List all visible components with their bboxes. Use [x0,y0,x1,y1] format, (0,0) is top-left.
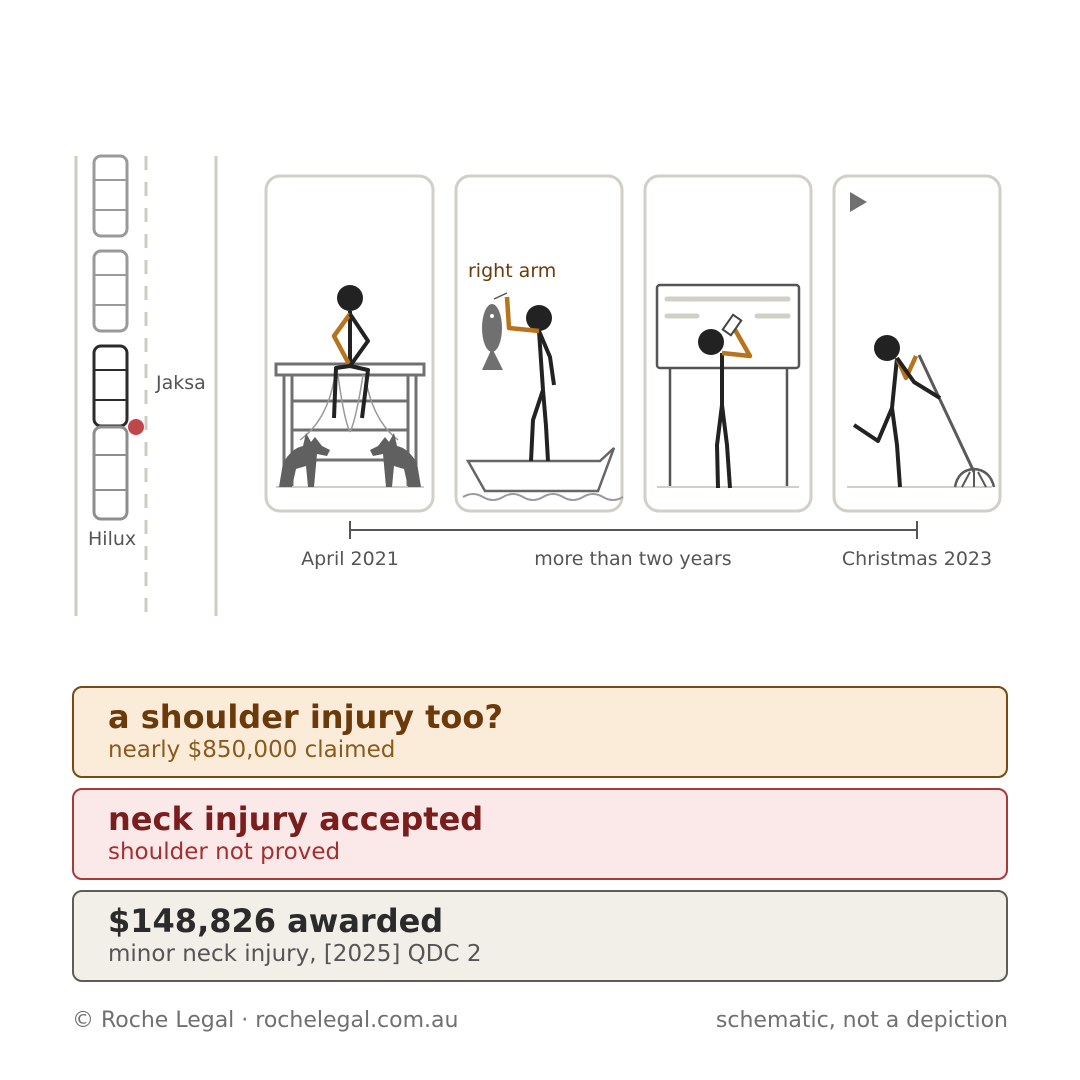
hilux-car-icon [92,425,129,521]
person-icon [698,313,753,489]
rake-icon [917,354,996,488]
finding-box: neck injury accepted shoulder not proved [72,788,1008,880]
timeline: April 2021 more than two years Christmas… [301,521,992,570]
right-arm-label: right arm [468,260,556,282]
play-icon [850,192,867,212]
finding-title: neck injury accepted [108,800,484,838]
panel-raking [832,174,1002,513]
fish-icon [482,292,508,370]
person-icon [852,335,942,488]
award-box: $148,826 awarded minor neck injury, [202… [72,890,1008,982]
copyright-footer: © Roche Legal · rochelegal.com.au [72,1008,459,1033]
panel-fishing: right arm [454,174,624,513]
scene-illustration: Jaksa Hilux right arm [74,154,1002,616]
finding-subtitle: shoulder not proved [108,839,341,865]
jaksa-car-icon [92,344,129,428]
timeline-end-label: Christmas 2023 [842,548,992,570]
person-icon [331,285,370,419]
award-title: $148,826 awarded [108,902,444,940]
jaksa-label: Jaksa [155,372,206,394]
disclaimer-footer: schematic, not a depiction [715,1008,1008,1033]
timeline-start-label: April 2021 [301,548,399,570]
dog-icon [370,433,421,487]
claim-subtitle: nearly $850,000 claimed [108,737,396,763]
boat-icon [465,447,616,493]
timeline-duration-label: more than two years [534,548,731,570]
claim-title: a shoulder injury too? [108,698,503,736]
leash-icon [299,374,399,441]
road-diagram: Jaksa Hilux [74,154,218,616]
claim-box: a shoulder injury too? nearly $850,000 c… [72,686,1008,778]
panel-dogs [264,174,435,513]
hilux-label: Hilux [88,528,136,550]
car-icon [92,249,129,333]
award-subtitle: minor neck injury, [2025] QDC 2 [108,941,482,967]
dog-icon [279,433,330,487]
panel-board [643,174,813,513]
impact-point-icon [128,419,144,435]
person-icon [504,296,556,462]
water-icon [462,493,624,501]
car-icon [92,154,129,238]
